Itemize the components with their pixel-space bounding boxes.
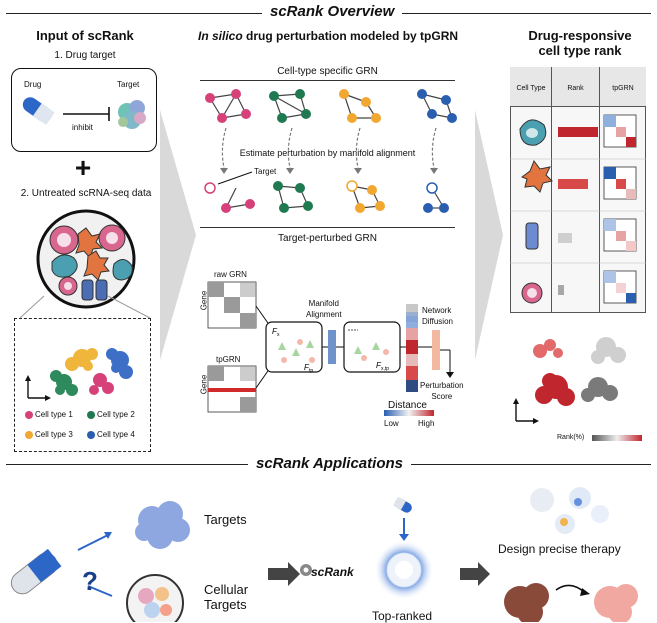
legend-cell-type-3: Cell type 3 bbox=[35, 430, 73, 439]
drug-inhibits-target-icon bbox=[22, 97, 146, 129]
question-mark: ? bbox=[82, 566, 98, 596]
title-italic-part: In silico bbox=[198, 29, 243, 43]
drug-label: Drug bbox=[24, 80, 42, 89]
target-label: Target bbox=[117, 80, 140, 89]
svg-text:F: F bbox=[272, 327, 278, 336]
cell-mixture-circle bbox=[36, 209, 136, 309]
umap-box bbox=[14, 318, 151, 452]
table-col-divider-2 bbox=[599, 67, 600, 313]
drug-target-step: 1. Drug target bbox=[54, 50, 116, 61]
raw-grn-label: raw GRN bbox=[214, 270, 247, 279]
svg-text:x: x bbox=[277, 332, 280, 338]
design-therapy-label: Design precise therapy bbox=[498, 542, 621, 556]
rank-bar bbox=[558, 127, 598, 137]
targets-label: Targets bbox=[204, 512, 247, 527]
table-col-divider-1 bbox=[551, 67, 552, 313]
svg-text:F: F bbox=[376, 361, 382, 370]
legend-cell-type-1: Cell type 1 bbox=[35, 410, 73, 419]
rank-percent-label: Rank(%) bbox=[557, 434, 585, 441]
plus-sign: + bbox=[74, 152, 92, 183]
flow-arrow-right bbox=[475, 110, 503, 360]
applications-title: scRank Applications bbox=[248, 455, 411, 472]
rank-table-header bbox=[510, 67, 646, 107]
rank-bar bbox=[558, 285, 564, 295]
legend-cell-type-2: Cell type 2 bbox=[97, 410, 135, 419]
input-panel-title: Input of scRank bbox=[36, 28, 134, 43]
distance-high-label: High bbox=[418, 419, 435, 428]
applications-graphic bbox=[10, 487, 638, 622]
column-tpgrn: tpGRN bbox=[612, 85, 634, 92]
rank-bar bbox=[558, 233, 572, 243]
title-rest-part: drug perturbation modeled by tpGRN bbox=[242, 29, 459, 43]
tpgrn-label: tpGRN bbox=[216, 355, 241, 364]
target-pointer-label: Target bbox=[254, 167, 277, 176]
distance-low-label: Low bbox=[384, 419, 399, 428]
grn-divider-top bbox=[200, 80, 455, 81]
overview-title: scRank Overview bbox=[262, 3, 403, 20]
middle-panel-title: In silico drug perturbation modeled by t… bbox=[198, 29, 458, 43]
estimate-label: Estimate perturbation by manifold alignm… bbox=[239, 148, 416, 158]
distance-label: Distance bbox=[388, 400, 427, 411]
top-ranked-label: Top-ranked bbox=[372, 609, 433, 623]
column-rank: Rank bbox=[567, 85, 584, 92]
grn-networks bbox=[204, 89, 457, 213]
flow-arrow-left bbox=[160, 110, 196, 360]
grn-label: Cell-type specific GRN bbox=[277, 66, 378, 77]
svg-text:F: F bbox=[304, 363, 310, 372]
scrank-label: scRank bbox=[311, 565, 354, 579]
scrna-step: 2. Untreated scRNA-seq data bbox=[20, 188, 152, 199]
rank-bar bbox=[558, 179, 588, 189]
legend-cell-type-4: Cell type 4 bbox=[97, 430, 135, 439]
drug-target-box bbox=[11, 68, 157, 152]
zoom-connector bbox=[19, 295, 151, 319]
rank-table-content bbox=[510, 114, 646, 304]
svg-text:x,tp: x,tp bbox=[381, 366, 389, 372]
perturbed-grn-label: Target-perturbed GRN bbox=[278, 233, 377, 244]
column-cell-type: Cell Type bbox=[516, 85, 546, 92]
inhibit-label: inhibit bbox=[72, 123, 93, 132]
umap-plot bbox=[25, 348, 133, 439]
svg-text:tp: tp bbox=[309, 368, 313, 374]
grn-divider-bottom bbox=[200, 227, 455, 228]
rank-umap bbox=[513, 337, 642, 441]
